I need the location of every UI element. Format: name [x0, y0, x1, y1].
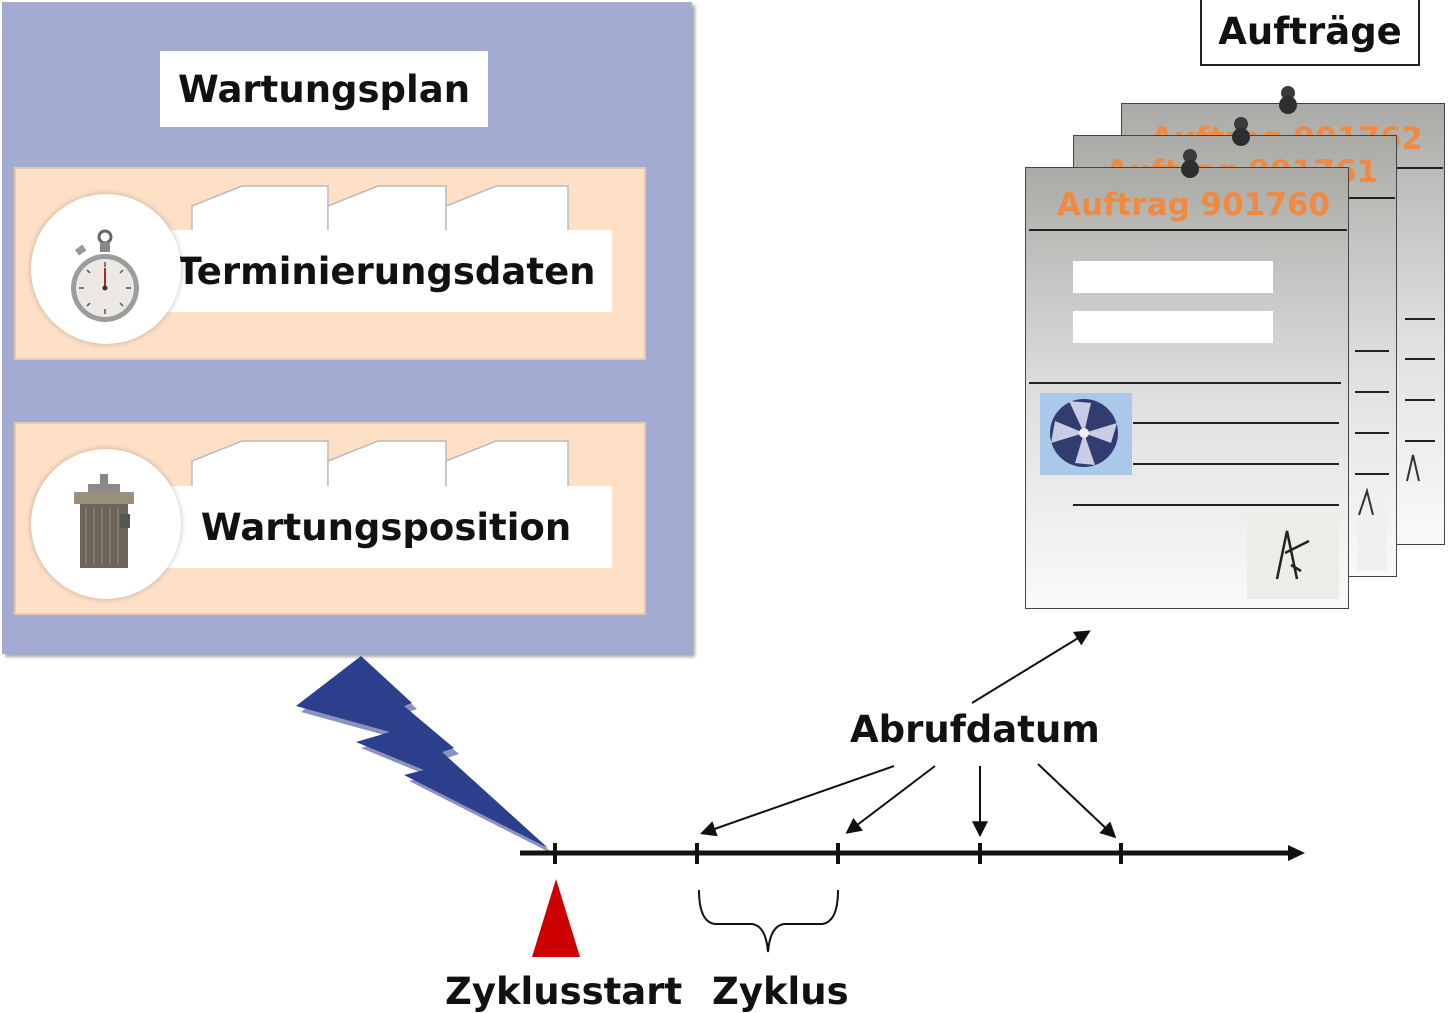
order-card-901760-title: Auftrag 901760 [1057, 187, 1330, 223]
motor-icon [74, 474, 134, 568]
maintenance-item-label: Wartungsposition [160, 486, 612, 568]
pushpin-icon [1279, 86, 1297, 114]
call-date-label: Abrufdatum [850, 708, 1100, 751]
cycle-start-label: Zyklusstart [445, 970, 683, 1013]
cycle-start-marker [532, 879, 580, 957]
pushpin-icon [1232, 117, 1250, 146]
call-date-arrows [699, 630, 1117, 839]
time-axis-arrowhead [1288, 845, 1305, 861]
scheduling-data-label: Terminierungsdaten [160, 230, 612, 312]
time-axis-ticks [553, 843, 1123, 864]
cycle-brace [698, 889, 839, 953]
scheduling-folder-tabs [191, 185, 569, 233]
stopwatch-icon [71, 229, 139, 322]
pushpin-icon [1181, 149, 1199, 178]
cycle-label: Zyklus [712, 970, 849, 1013]
order-card-901760-content [1029, 229, 1347, 599]
maintenance-plan-title: Wartungsplan [160, 51, 488, 127]
maintenance-item-folder-tabs [191, 440, 569, 488]
orders-title: Aufträge [1200, 0, 1420, 66]
